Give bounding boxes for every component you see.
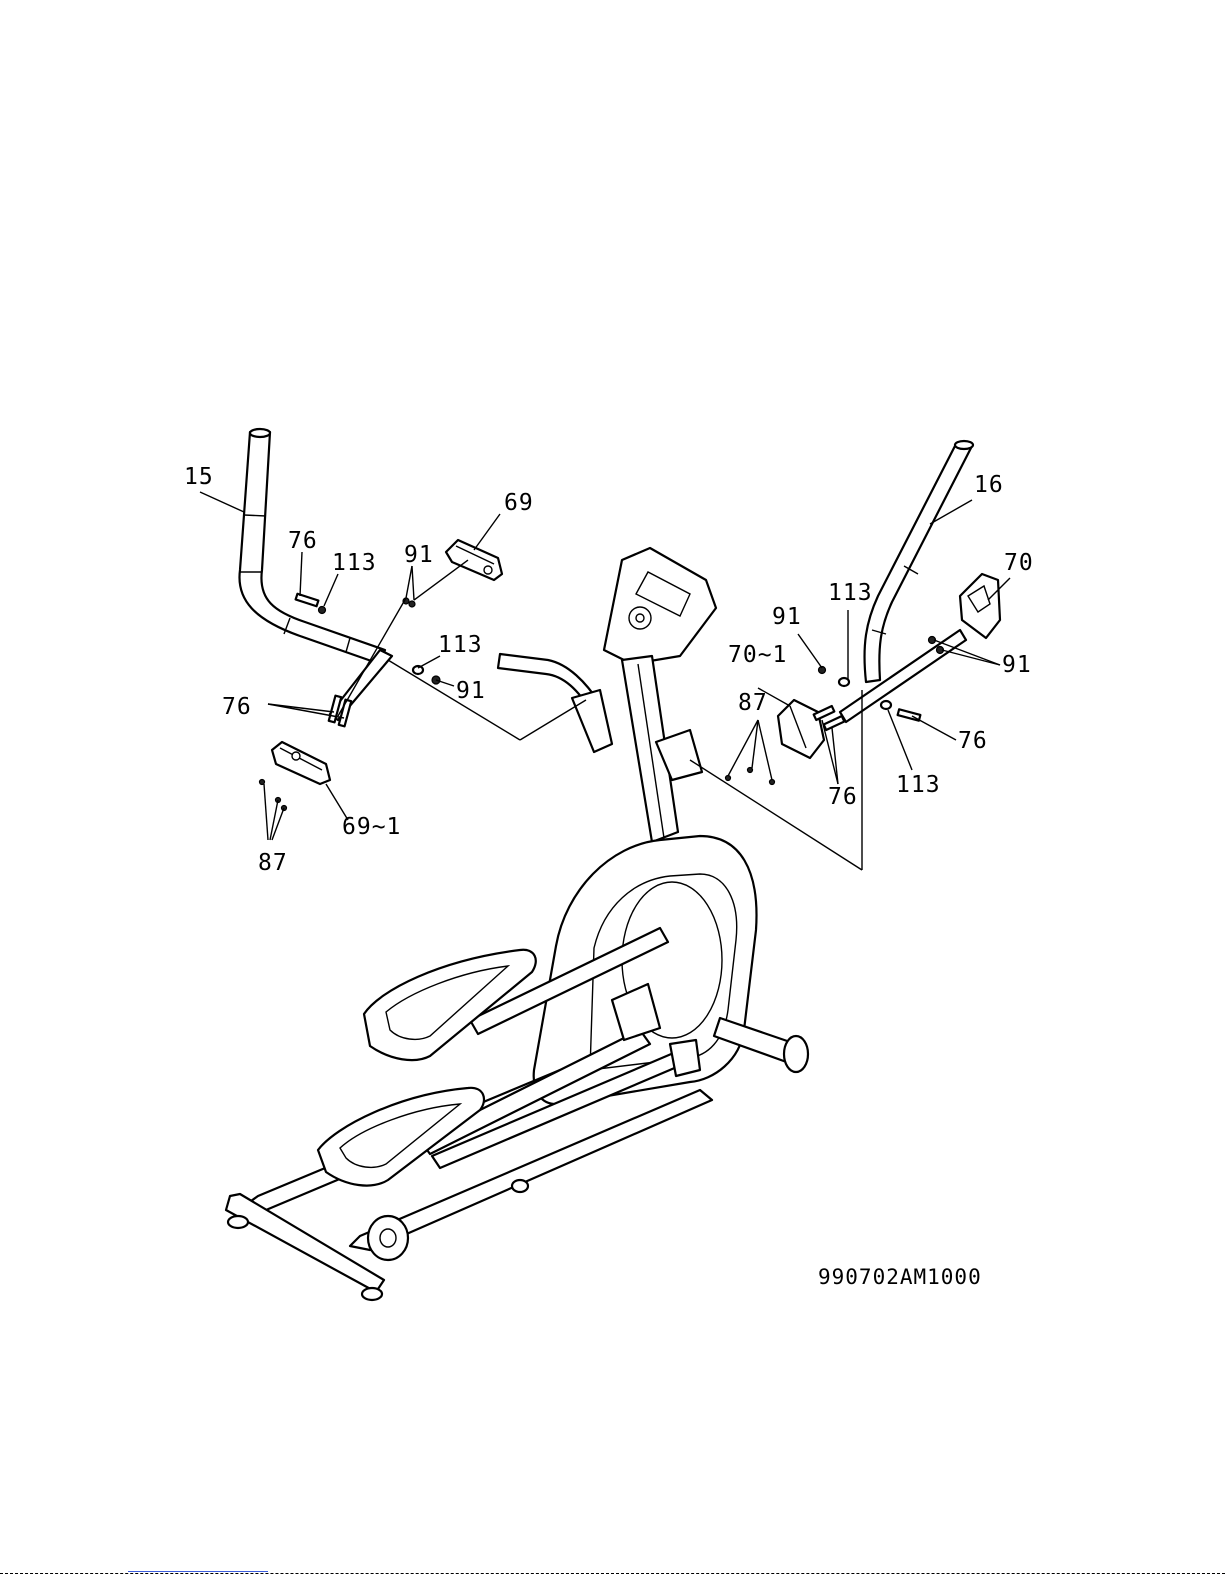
label-91-right-top: 91: [772, 604, 802, 630]
label-87-left: 87: [258, 850, 288, 876]
label-87-right: 87: [738, 690, 768, 716]
elliptical-machine-body: [226, 548, 808, 1300]
label-113-right-top: 113: [828, 580, 873, 606]
label-76-right-side: 76: [958, 728, 988, 754]
label-113-left-mid: 113: [438, 632, 483, 658]
label-69: 69: [504, 490, 534, 516]
label-91-left-top: 91: [404, 542, 434, 568]
label-76-right-bottom: 76: [828, 784, 858, 810]
handlebar-cover-part-69: [446, 540, 502, 580]
label-91-left-mid: 91: [456, 678, 486, 704]
label-113-right-bottom: 113: [896, 772, 941, 798]
cap-part-70-1: [778, 700, 824, 758]
page-bottom-link-underline: [128, 1571, 268, 1572]
label-16: 16: [974, 472, 1004, 498]
cap-part-70: [960, 574, 1000, 638]
label-70: 70: [1004, 550, 1034, 576]
label-113-left-top: 113: [332, 550, 377, 576]
page-bottom-rule: [0, 1573, 1225, 1574]
label-69-1: 69~1: [342, 814, 401, 840]
label-91-right-side: 91: [1002, 652, 1032, 678]
label-15: 15: [184, 464, 214, 490]
label-70-1: 70~1: [728, 642, 787, 668]
label-76-left-top: 76: [288, 528, 318, 554]
handlebar-cover-part-69-1: [272, 742, 330, 784]
drawing-code: 990702AM1000: [818, 1265, 982, 1289]
label-76-left-mid: 76: [222, 694, 252, 720]
